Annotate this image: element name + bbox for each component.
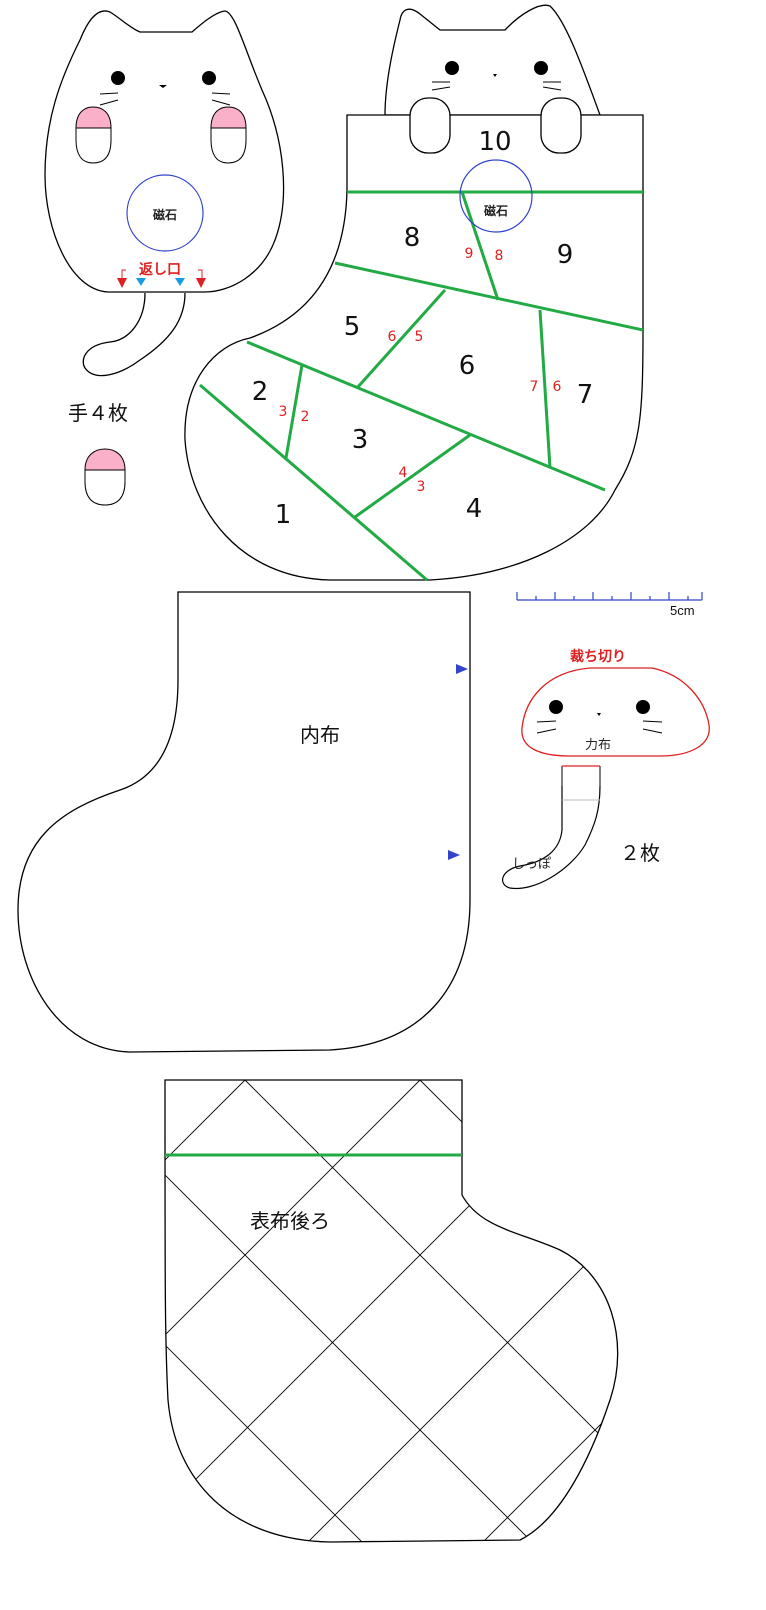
nose-icon <box>597 713 601 716</box>
back-stocking-outline <box>164 1079 619 1543</box>
eye-icon <box>202 71 216 85</box>
lining-label: 内布 <box>300 723 340 747</box>
eye-icon <box>636 700 650 714</box>
piece-number: 10 <box>478 127 511 157</box>
scale-ruler <box>516 592 703 601</box>
whiskers-icon <box>99 92 231 106</box>
seam-mark: 3 <box>417 479 426 495</box>
hand-piece-icon <box>84 448 126 506</box>
back-label: 表布後ろ <box>250 1209 330 1233</box>
magnet-label: 磁石 <box>152 207 177 222</box>
front-cat-head <box>384 4 601 116</box>
piece-number: 2 <box>252 377 269 407</box>
piece-number: 4 <box>466 494 483 524</box>
tail-top-edge <box>561 765 601 801</box>
cat-tail-outline <box>82 292 186 377</box>
notch-marker <box>448 850 460 860</box>
seam-lines <box>199 190 644 582</box>
front-stocking-outline <box>184 114 644 581</box>
magnet-circle <box>126 174 204 252</box>
piece-number: 5 <box>344 312 361 342</box>
seam-mark: 6 <box>388 329 397 345</box>
eye-icon <box>445 61 459 75</box>
seam-mark: 8 <box>495 248 504 264</box>
piece-number: 8 <box>404 223 421 253</box>
whiskers-icon <box>431 81 562 91</box>
seam-mark: 2 <box>301 409 310 425</box>
eye-icon <box>111 71 125 85</box>
nose-icon <box>159 85 167 88</box>
lining-outline <box>17 591 471 1053</box>
tail-outline <box>502 785 601 890</box>
front-stocking-piece: 磁石 1 2 3 4 5 6 7 8 9 10 9 8 6 5 7 6 3 2 … <box>184 97 644 582</box>
back-stocking-piece: 表布後ろ <box>164 1079 619 1543</box>
seam-mark: 9 <box>465 246 474 262</box>
front-paws <box>409 97 582 154</box>
seam-mark: 6 <box>553 379 562 395</box>
notch-marker <box>456 664 468 674</box>
cat-body-piece: 磁石 返し口 <box>44 10 285 377</box>
whiskers-icon <box>536 720 663 734</box>
tail-count-label: ２枚 <box>620 841 660 865</box>
scale-label: 5cm <box>670 603 695 618</box>
cat-body-outline <box>44 10 285 293</box>
opening-markers <box>117 269 206 288</box>
eye-icon <box>534 61 548 75</box>
tail-label: しっぽ <box>512 856 551 871</box>
nose-icon <box>493 74 497 77</box>
piece-number: 6 <box>459 351 476 381</box>
opening-label: 返し口 <box>139 261 181 277</box>
seam-mark: 3 <box>279 404 288 420</box>
seam-mark: 7 <box>530 379 539 395</box>
seam-mark: 4 <box>399 465 408 481</box>
seam-mark: 5 <box>415 329 424 345</box>
reinforcement-label: 力布 <box>585 737 611 752</box>
piece-number: 9 <box>557 240 574 270</box>
eye-icon <box>549 700 563 714</box>
hands-label: 手４枚 <box>68 401 128 425</box>
piece-number: 7 <box>577 380 594 410</box>
paw-right-icon <box>210 106 247 164</box>
reinforcement-outline <box>521 667 710 757</box>
magnet-label: 磁石 <box>483 203 508 218</box>
paw-left-icon <box>75 106 112 164</box>
cut-label: 裁ち切り <box>570 648 626 664</box>
piece-number: 1 <box>275 500 292 530</box>
magnet-circle <box>459 159 533 233</box>
piece-number: 3 <box>352 425 369 455</box>
